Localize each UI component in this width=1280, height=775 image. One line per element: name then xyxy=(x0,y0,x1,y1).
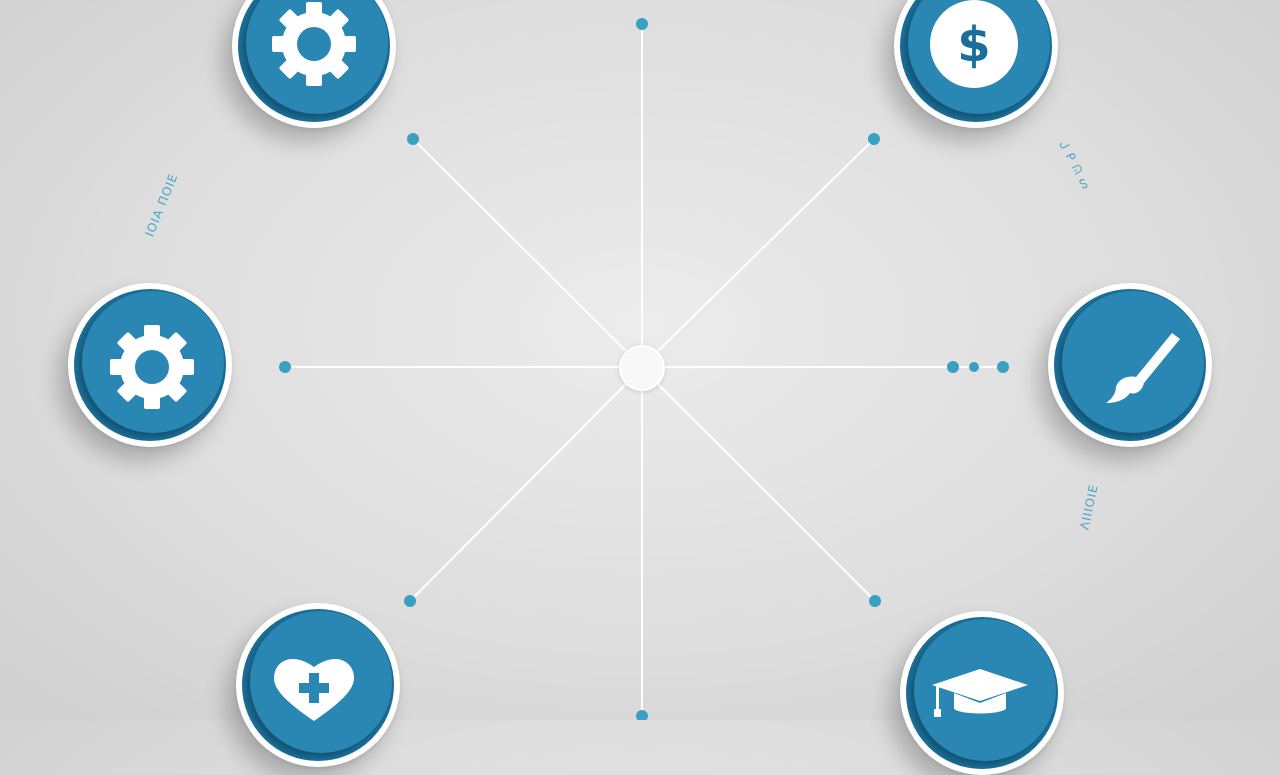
node-top-right[interactable]: $ xyxy=(894,0,1058,128)
paintbrush-icon xyxy=(1106,333,1180,403)
endpoint-dot xyxy=(868,133,880,145)
endpoint-dot xyxy=(997,361,1009,373)
endpoint-dot xyxy=(869,595,881,607)
node-left[interactable] xyxy=(68,283,232,447)
spoke-top-right xyxy=(657,138,875,352)
center-hub[interactable] xyxy=(619,345,665,391)
endpoint-dot xyxy=(279,361,291,373)
endpoint-dot xyxy=(407,133,419,145)
spoke-endpoints xyxy=(279,18,1009,720)
heart-plus-icon xyxy=(273,658,355,721)
dollar-icon: $ xyxy=(930,0,1018,88)
node-bottom-left[interactable] xyxy=(236,603,400,767)
endpoint-dot xyxy=(404,595,416,607)
spoke-bottom-right xyxy=(657,383,876,602)
graduation-cap-icon xyxy=(932,669,1028,717)
node-disc xyxy=(1062,291,1204,433)
hub-spoke-diagram xyxy=(279,18,1009,720)
gear-icon xyxy=(272,2,356,86)
node-bottom-right[interactable] xyxy=(900,611,1064,775)
endpoint-dot xyxy=(969,362,979,372)
endpoint-dot xyxy=(636,710,648,720)
svg-text:$: $ xyxy=(957,17,990,73)
spoke-top-left xyxy=(412,138,627,352)
spoke-bottom-left xyxy=(409,383,627,602)
spoke-lines xyxy=(285,24,1003,716)
endpoint-dot xyxy=(636,18,648,30)
gear-icon xyxy=(110,325,194,409)
node-right[interactable] xyxy=(1048,283,1212,447)
node-top-left[interactable] xyxy=(232,0,396,128)
endpoint-dot xyxy=(947,361,959,373)
